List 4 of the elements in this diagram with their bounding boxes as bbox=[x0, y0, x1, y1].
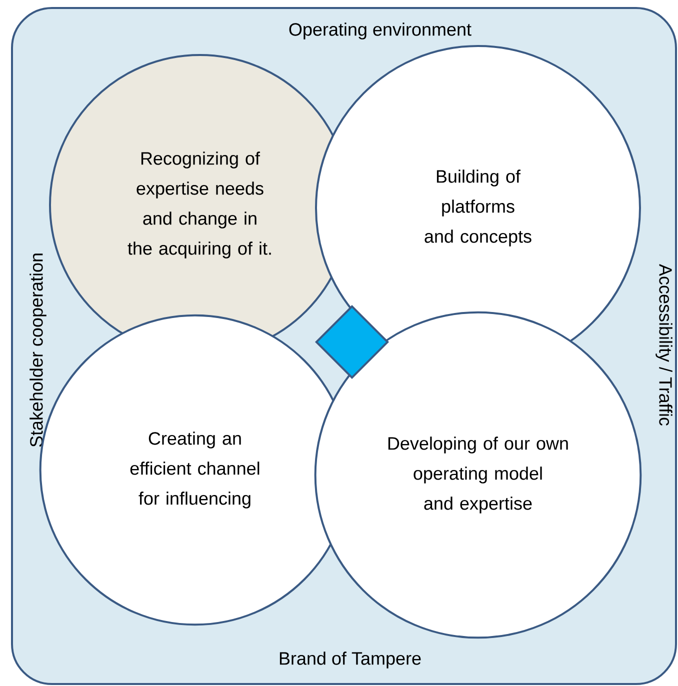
frame-label: Operating environment bbox=[289, 22, 472, 40]
diamond bbox=[315, 305, 389, 379]
frame-label: Accessibility / Traffic bbox=[656, 264, 672, 426]
frame-label: Brand of Tampere bbox=[280, 652, 421, 668]
